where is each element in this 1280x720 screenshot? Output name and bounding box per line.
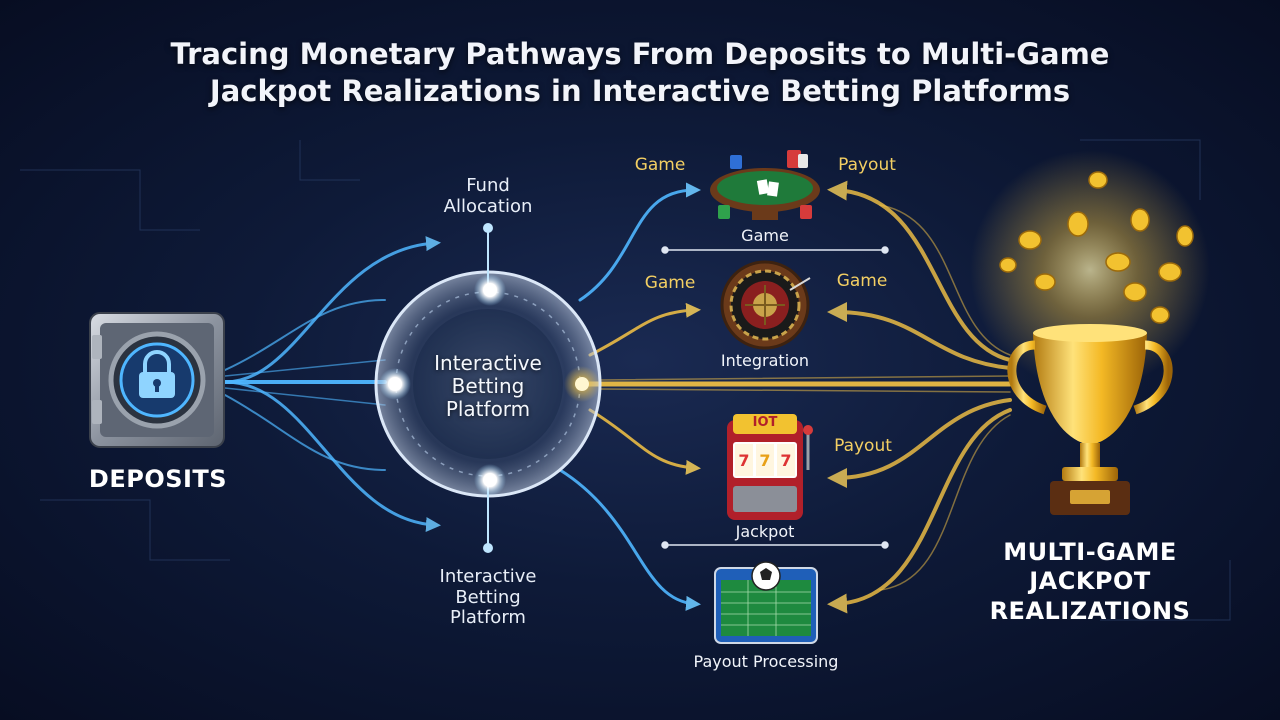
hub-label-line-1: Interactive: [434, 351, 542, 375]
deposits-label: DEPOSITS: [88, 465, 228, 493]
chip-stacks: [718, 150, 812, 219]
game-1-right-label: Payout: [838, 155, 896, 175]
title-line-1: Tracing Monetary Pathways From Deposits …: [170, 37, 1110, 71]
svg-text:7: 7: [738, 451, 749, 470]
game-2-right-label: Game: [836, 271, 888, 291]
game-1-left-label: Game: [634, 155, 686, 175]
game-4-caption: Payout Processing: [693, 652, 839, 671]
bottom-platform-line-1: Interactive: [439, 566, 537, 587]
bottom-platform-line-2: Betting: [455, 586, 521, 608]
title-line-2: Jackpot Realizations in Interactive Bett…: [209, 74, 1071, 109]
blue-deposit-streams: [223, 182, 701, 611]
golden-trophy-icon: [970, 150, 1210, 515]
hub-label: Interactive Betting Platform: [408, 352, 568, 421]
vault-lock-icon: [89, 312, 225, 448]
betting-platform-hub: [374, 223, 602, 553]
bottom-platform-line-3: Platform: [450, 607, 526, 629]
slot-machine-sign: IOT: [752, 415, 778, 430]
separator-lines: [661, 246, 889, 549]
poker-table-icon: [710, 150, 820, 220]
game-3-right-label: Payout: [834, 436, 892, 456]
jackpot-label-line-1: MULTI-GAME: [1003, 538, 1177, 566]
game-1-caption: Game: [741, 226, 789, 245]
game-3-caption: Jackpot: [735, 522, 795, 541]
svg-text:7: 7: [780, 451, 791, 470]
roulette-wheel-icon: [720, 260, 811, 350]
page-title: Tracing Monetary Pathways From Deposits …: [0, 37, 1280, 113]
jackpot-label: MULTI-GAME JACKPOT REALIZATIONS: [980, 538, 1200, 626]
fund-allocation-label: Fund Allocation: [418, 175, 558, 217]
bottom-platform-label: Interactive Betting Platform: [408, 566, 568, 629]
fund-allocation-line-1: Fund: [466, 175, 510, 196]
game-2-left-label: Game: [644, 273, 696, 293]
jackpot-label-line-3: REALIZATIONS: [989, 596, 1191, 625]
game-2-caption: Integration: [720, 351, 810, 370]
hub-label-line-3: Platform: [445, 397, 531, 421]
fund-allocation-line-2: Allocation: [443, 195, 533, 217]
coin-burst: [999, 171, 1194, 324]
gold-hub-streams: [582, 302, 1013, 475]
circuit-decoration: [20, 139, 1231, 621]
sports-betting-board-icon: [714, 561, 818, 644]
hub-label-line-2: Betting: [451, 374, 525, 398]
slot-machine-icon: 7 7 7: [727, 414, 813, 520]
jackpot-label-line-2: JACKPOT: [1029, 567, 1151, 596]
gold-payout-streams: [827, 180, 1012, 614]
svg-text:7: 7: [759, 451, 770, 470]
